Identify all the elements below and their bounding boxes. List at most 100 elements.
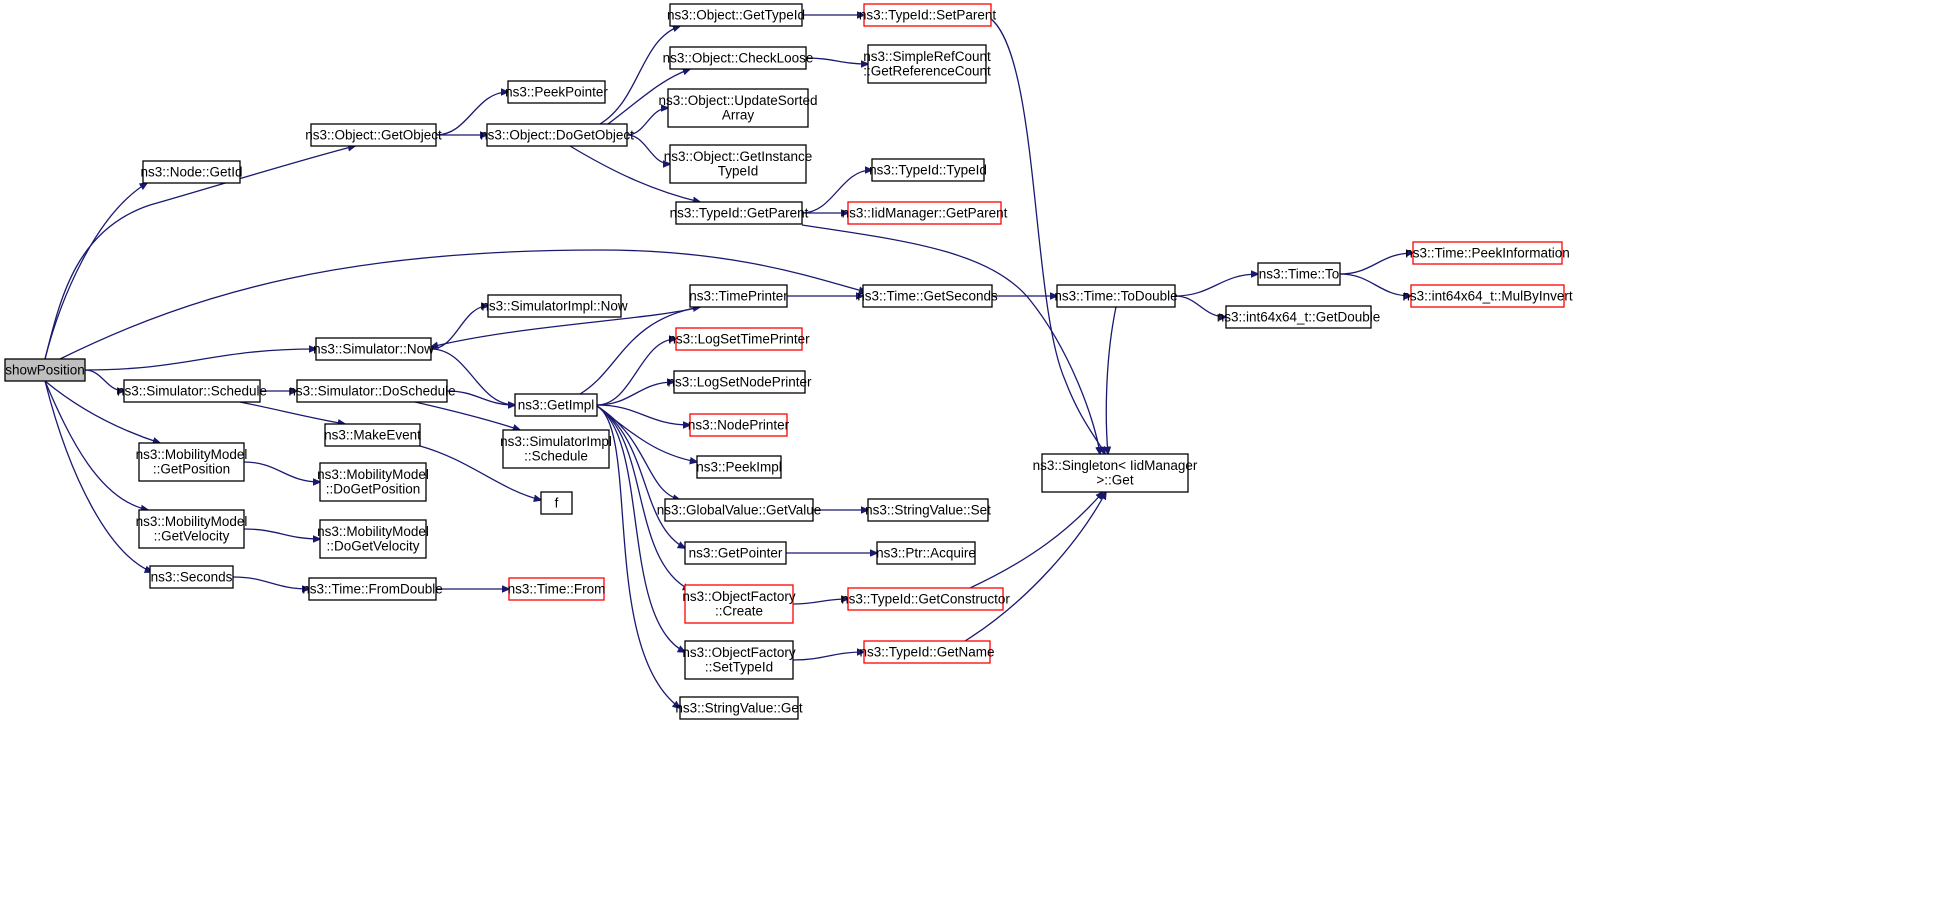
node-objfactory_create[interactable]: ns3::ObjectFactory::Create xyxy=(682,584,796,624)
node-time_peekinfo[interactable]: ns3::Time::PeekInformation xyxy=(1405,241,1570,265)
node-label: ns3::StringValue::Get xyxy=(675,700,803,715)
node-sim_schedule[interactable]: ns3::Simulator::Schedule xyxy=(117,379,267,403)
edge-time_todouble-to-time_to xyxy=(1174,274,1258,297)
node-label: ns3::IidManager::GetParent xyxy=(842,205,1008,220)
node-label: ns3::int64x64_t::GetDouble xyxy=(1217,309,1381,324)
node-mm_dogetvelocity[interactable]: ns3::MobilityModel::DoGetVelocity xyxy=(317,519,429,559)
node-box xyxy=(867,498,989,522)
node-box xyxy=(4,358,86,382)
node-globalvalue_getvalue[interactable]: ns3::GlobalValue::GetValue xyxy=(657,498,822,522)
edge-getimpl-to-stringvalue_get xyxy=(596,405,680,708)
node-label: >::Get xyxy=(1096,473,1133,488)
node-getpointer[interactable]: ns3::GetPointer xyxy=(684,541,787,565)
node-label: ns3::Node::GetId xyxy=(140,164,242,179)
node-simplerefcount[interactable]: ns3::SimpleRefCount::GetReferenceCount xyxy=(863,44,991,84)
node-singleton_get[interactable]: ns3::Singleton< IidManager>::Get xyxy=(1033,453,1198,493)
node-typeid_getname[interactable]: ns3::TypeId::GetName xyxy=(859,640,995,664)
node-ptr_acquire[interactable]: ns3::Ptr::Acquire xyxy=(876,541,976,565)
node-box xyxy=(508,577,605,601)
edge-obj_dogetobject-to-obj_updatesorted xyxy=(626,108,668,136)
node-stringvalue_set[interactable]: ns3::StringValue::Set xyxy=(865,498,991,522)
node-label: ns3::Time::PeekInformation xyxy=(1405,245,1570,260)
node-label: ns3::TimePrinter xyxy=(689,288,788,303)
node-box xyxy=(514,393,598,417)
node-obj_gettypeid[interactable]: ns3::Object::GetTypeId xyxy=(667,3,805,27)
node-nodeprinter[interactable]: ns3::NodePrinter xyxy=(688,413,790,437)
node-label: ns3::Object::GetObject xyxy=(305,127,442,142)
node-box xyxy=(684,584,794,624)
node-stringvalue_get[interactable]: ns3::StringValue::Get xyxy=(675,696,803,720)
node-label: ns3::Singleton< IidManager xyxy=(1033,458,1198,473)
node-typeid_typeid[interactable]: ns3::TypeId::TypeId xyxy=(869,158,987,182)
node-box xyxy=(684,541,787,565)
node-typeid_getparent[interactable]: ns3::TypeId::GetParent xyxy=(670,201,809,225)
node-time_from[interactable]: ns3::Time::From xyxy=(508,577,606,601)
node-timeprinter[interactable]: ns3::TimePrinter xyxy=(689,284,788,308)
node-box xyxy=(669,3,803,27)
node-label: ns3::MobilityModel xyxy=(317,524,429,539)
node-obj_getobject[interactable]: ns3::Object::GetObject xyxy=(305,123,442,147)
node-box xyxy=(669,46,807,70)
edge-makeevent-to-f xyxy=(419,445,541,500)
node-int64_getdouble[interactable]: ns3::int64x64_t::GetDouble xyxy=(1217,305,1381,329)
node-simimpl_now[interactable]: ns3::SimulatorImpl::Now xyxy=(481,294,628,318)
edge-mm_getposition-to-mm_dogetposition xyxy=(243,461,320,482)
node-label: ns3::StringValue::Set xyxy=(865,502,991,517)
node-peekpointer[interactable]: ns3::PeekPointer xyxy=(505,80,608,104)
node-obj_dogetobject[interactable]: ns3::Object::DoGetObject xyxy=(480,123,634,147)
edge-getimpl-to-globalvalue_getvalue xyxy=(596,405,680,500)
node-sim_doschedule[interactable]: ns3::Simulator::DoSchedule xyxy=(288,379,456,403)
node-typeid_getconstructor[interactable]: ns3::TypeId::GetConstructor xyxy=(841,587,1010,611)
edge-obj_dogetobject-to-obj_getinstance xyxy=(626,134,670,164)
node-label: ::GetPosition xyxy=(153,462,230,477)
edge-getimpl-to-logsettimeprinter xyxy=(596,339,676,406)
edge-getimpl-to-objfactory_create xyxy=(596,405,690,590)
node-obj_checkloose[interactable]: ns3::Object::CheckLoose xyxy=(663,46,814,70)
node-time_to[interactable]: ns3::Time::To xyxy=(1257,262,1341,286)
node-logsetnodeprinter[interactable]: ns3::LogSetNodePrinter xyxy=(667,370,812,394)
node-box xyxy=(502,429,610,469)
node-logsettimeprinter[interactable]: ns3::LogSetTimePrinter xyxy=(668,327,810,351)
node-label: ns3::NodePrinter xyxy=(688,417,790,432)
edge-typeid_getconstructor-to-singleton_get xyxy=(969,492,1103,589)
edge-sim_now-to-simimpl_now xyxy=(430,306,488,350)
node-f[interactable]: f xyxy=(540,491,573,515)
node-sim_now[interactable]: ns3::Simulator::Now xyxy=(313,337,434,361)
node-label: ns3::Simulator::Now xyxy=(313,341,434,356)
node-int64_mulbyinvert[interactable]: ns3::int64x64_t::MulByInvert xyxy=(1402,284,1573,308)
node-showPosition[interactable]: showPosition xyxy=(4,358,86,382)
node-objfactory_settypeid[interactable]: ns3::ObjectFactory::SetTypeId xyxy=(682,640,796,680)
node-simimpl_schedule[interactable]: ns3::SimulatorImpl::Schedule xyxy=(500,429,612,469)
node-time_getseconds[interactable]: ns3::Time::GetSeconds xyxy=(857,284,998,308)
node-time_todouble[interactable]: ns3::Time::ToDouble xyxy=(1054,284,1178,308)
node-node_getid[interactable]: ns3::Node::GetId xyxy=(140,160,243,184)
edge-time_todouble-to-singleton_get xyxy=(1106,306,1117,454)
node-seconds[interactable]: ns3::Seconds xyxy=(149,565,234,589)
edge-sim_now-to-getimpl xyxy=(430,348,515,405)
node-label: ns3::Time::GetSeconds xyxy=(857,288,998,303)
node-box xyxy=(689,284,788,308)
node-time_fromdouble[interactable]: ns3::Time::FromDouble xyxy=(302,577,443,601)
node-peekimpl[interactable]: ns3::PeekImpl xyxy=(696,455,782,479)
node-mm_getvelocity[interactable]: ns3::MobilityModel::GetVelocity xyxy=(136,509,248,549)
node-label: ::Schedule xyxy=(524,449,588,464)
edge-showPosition-to-node_getid xyxy=(44,183,147,360)
node-label: ns3::Time::From xyxy=(508,581,606,596)
node-label: ns3::ObjectFactory xyxy=(682,589,796,604)
node-box xyxy=(673,370,806,394)
node-iidmanager_getparent[interactable]: ns3::IidManager::GetParent xyxy=(842,201,1008,225)
edge-obj_checkloose-to-simplerefcount xyxy=(805,57,868,64)
node-box xyxy=(664,498,814,522)
node-box xyxy=(847,587,1004,611)
node-box xyxy=(689,413,788,437)
node-typeid_setparent[interactable]: ns3::TypeId::SetParent xyxy=(859,3,997,27)
node-box xyxy=(871,158,985,182)
node-mm_dogetposition[interactable]: ns3::MobilityModel::DoGetPosition xyxy=(317,462,429,502)
node-label: ns3::LogSetTimePrinter xyxy=(668,331,810,346)
node-mm_getposition[interactable]: ns3::MobilityModel::GetPosition xyxy=(136,442,248,482)
node-makeevent[interactable]: ns3::MakeEvent xyxy=(324,423,421,447)
node-getimpl[interactable]: ns3::GetImpl xyxy=(514,393,598,417)
node-label: ns3::MobilityModel xyxy=(317,467,429,482)
